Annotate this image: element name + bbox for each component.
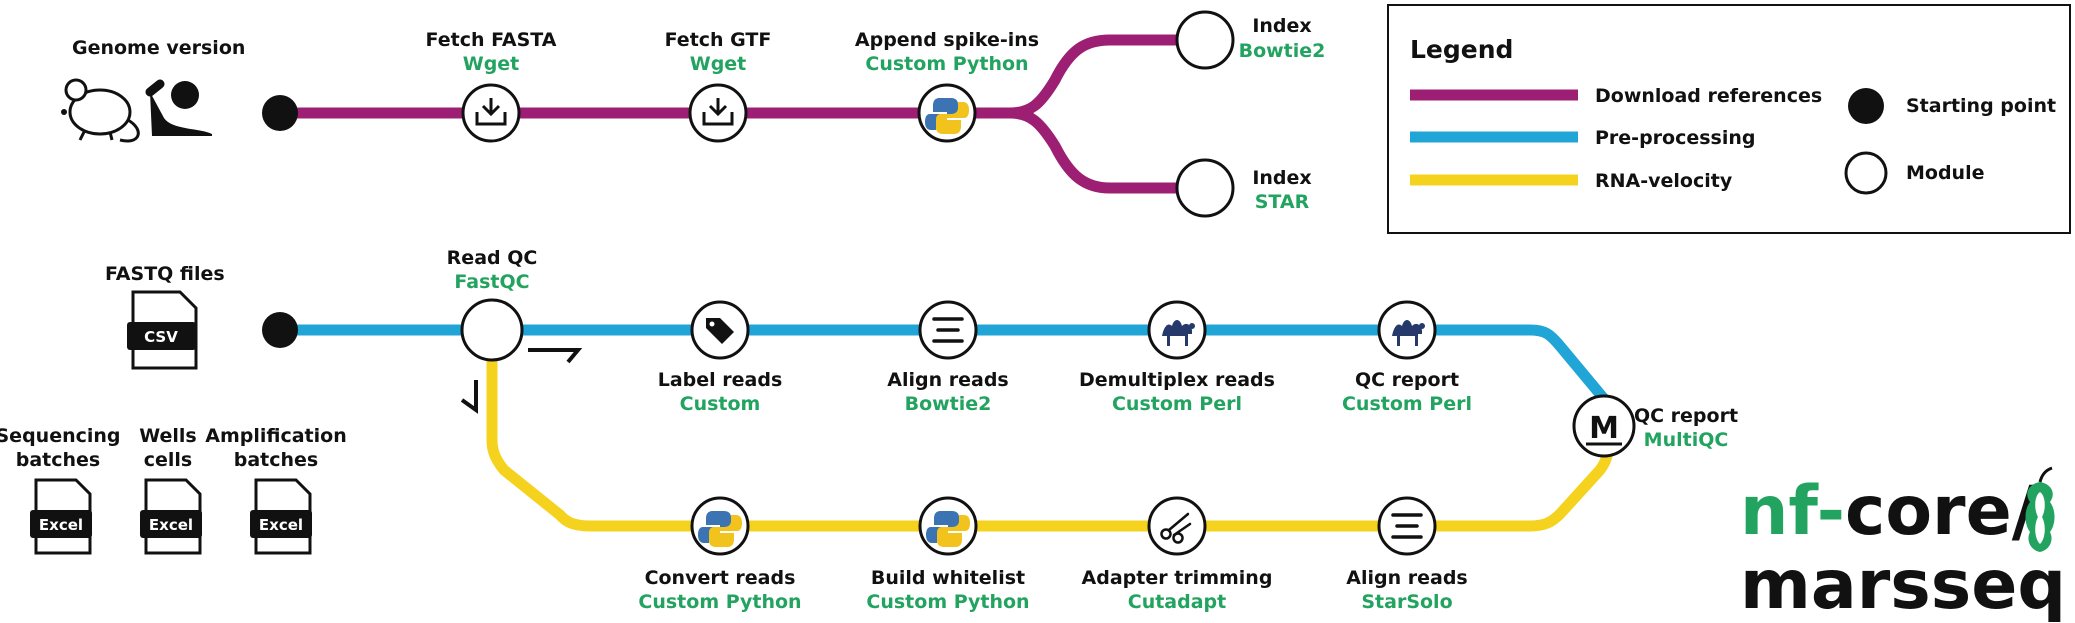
svg-text:Read QC: Read QC bbox=[447, 247, 538, 269]
human-icon bbox=[145, 79, 212, 136]
download-start-point bbox=[262, 95, 298, 131]
svg-text:Custom Perl: Custom Perl bbox=[1342, 393, 1472, 415]
svg-text:QC report: QC report bbox=[1355, 369, 1459, 391]
svg-text:Custom: Custom bbox=[680, 393, 761, 415]
svg-text:Excel: Excel bbox=[149, 516, 193, 534]
velocity-line bbox=[486, 324, 1614, 532]
step-fetch-fasta: Fetch FASTA Wget bbox=[426, 29, 557, 143]
step-multiqc: M QC report MultiQC bbox=[1572, 394, 1738, 458]
svg-text:Amplification: Amplification bbox=[205, 425, 346, 447]
svg-text:Custom Python: Custom Python bbox=[638, 591, 801, 613]
svg-text:Excel: Excel bbox=[259, 516, 303, 534]
step-index-star: Index STAR bbox=[1175, 158, 1312, 218]
svg-text:Convert reads: Convert reads bbox=[645, 567, 796, 589]
svg-text:marsseq: marsseq bbox=[1740, 546, 2066, 623]
svg-text:Module: Module bbox=[1906, 162, 1985, 184]
svg-text:Label reads: Label reads bbox=[658, 369, 783, 391]
step-align-reads-starsolo: Align reads StarSolo bbox=[1346, 496, 1468, 613]
svg-text:Fetch FASTA: Fetch FASTA bbox=[426, 29, 557, 51]
svg-text:batches: batches bbox=[234, 449, 319, 471]
svg-text:RNA-velocity: RNA-velocity bbox=[1595, 170, 1733, 192]
svg-text:Append spike-ins: Append spike-ins bbox=[855, 29, 1039, 51]
fastq-label: FASTQ files bbox=[105, 263, 225, 285]
svg-text:Align reads: Align reads bbox=[1346, 567, 1467, 589]
svg-text:Fetch GTF: Fetch GTF bbox=[665, 29, 772, 51]
input-amplification: Amplification batches Excel bbox=[205, 425, 347, 555]
step-build-whitelist: Build whitelist Custom Python bbox=[866, 496, 1030, 613]
split-mark-down bbox=[460, 380, 478, 414]
svg-text:CSV: CSV bbox=[144, 328, 178, 346]
svg-text:batches: batches bbox=[16, 449, 101, 471]
svg-text:Demultiplex reads: Demultiplex reads bbox=[1079, 369, 1275, 391]
step-label-reads: Label reads Custom bbox=[658, 300, 783, 415]
svg-text:StarSolo: StarSolo bbox=[1361, 591, 1452, 613]
python-icon bbox=[698, 511, 742, 547]
open-circle-icon bbox=[1844, 151, 1888, 195]
svg-text:nf-core/: nf-core/ bbox=[1740, 472, 2037, 551]
svg-text:Index: Index bbox=[1252, 15, 1311, 37]
download-line-branch bbox=[1004, 107, 1201, 194]
svg-text:Custom Python: Custom Python bbox=[866, 591, 1029, 613]
svg-text:STAR: STAR bbox=[1255, 191, 1310, 213]
input-sequencing: Sequencing batches Excel bbox=[0, 425, 121, 555]
camel-icon bbox=[1162, 320, 1195, 346]
align-icon bbox=[1391, 513, 1423, 539]
svg-text:Custom Python: Custom Python bbox=[865, 53, 1028, 75]
svg-text:Wget: Wget bbox=[690, 53, 747, 75]
svg-text:Wells: Wells bbox=[139, 425, 197, 447]
svg-text:Cutadapt: Cutadapt bbox=[1128, 591, 1226, 613]
svg-text:MultiQC: MultiQC bbox=[1644, 429, 1729, 451]
genome-label: Genome version bbox=[72, 37, 245, 59]
svg-text:Sequencing: Sequencing bbox=[0, 425, 121, 447]
svg-text:Align reads: Align reads bbox=[887, 369, 1008, 391]
svg-text:Custom Perl: Custom Perl bbox=[1112, 393, 1242, 415]
step-append-spikeins: Append spike-ins Custom Python bbox=[855, 29, 1039, 143]
preprocess-start-point bbox=[262, 312, 298, 348]
svg-text:cells: cells bbox=[144, 449, 192, 471]
svg-text:Bowtie2: Bowtie2 bbox=[1239, 40, 1326, 62]
python-icon bbox=[926, 511, 970, 547]
svg-text:Adapter trimming: Adapter trimming bbox=[1082, 567, 1273, 589]
align-icon bbox=[932, 317, 964, 343]
filled-circle-icon bbox=[1848, 88, 1884, 124]
multiqc-icon: M bbox=[1589, 411, 1619, 446]
apple-core-icon bbox=[2025, 466, 2055, 552]
svg-text:Build whitelist: Build whitelist bbox=[871, 567, 1025, 589]
svg-text:Download references: Download references bbox=[1595, 85, 1822, 107]
split-mark-right bbox=[528, 348, 583, 364]
svg-text:Wget: Wget bbox=[463, 53, 520, 75]
step-convert-reads: Convert reads Custom Python bbox=[638, 496, 802, 613]
step-adapter-trimming: Adapter trimming Cutadapt bbox=[1082, 496, 1273, 613]
download-icon bbox=[475, 98, 507, 126]
tag-icon bbox=[706, 318, 734, 344]
step-fetch-gtf: Fetch GTF Wget bbox=[665, 29, 772, 143]
step-align-reads-bowtie2: Align reads Bowtie2 bbox=[887, 300, 1009, 415]
mouse-icon bbox=[61, 78, 140, 143]
legend-box bbox=[1387, 4, 2071, 234]
svg-text:Index: Index bbox=[1252, 167, 1311, 189]
svg-text:Bowtie2: Bowtie2 bbox=[905, 393, 992, 415]
svg-text:QC report: QC report bbox=[1634, 405, 1738, 427]
camel-icon bbox=[1392, 320, 1425, 346]
svg-text:Starting point: Starting point bbox=[1906, 95, 2056, 117]
download-icon bbox=[702, 98, 734, 126]
nf-core-logo: nf-core/ marsseq bbox=[1740, 466, 2066, 623]
svg-text:Excel: Excel bbox=[39, 516, 83, 534]
scissors-icon bbox=[1160, 512, 1192, 544]
step-demultiplex-reads: Demultiplex reads Custom Perl bbox=[1079, 300, 1275, 415]
legend: Legend Download references Pre-processin… bbox=[1387, 4, 2071, 234]
svg-text:FastQC: FastQC bbox=[454, 271, 529, 293]
python-icon bbox=[925, 98, 969, 134]
step-index-bowtie2: Index Bowtie2 bbox=[1175, 10, 1326, 70]
csv-file-icon: CSV bbox=[127, 290, 198, 370]
step-read-qc: Read QC FastQC bbox=[447, 247, 538, 362]
legend-title: Legend bbox=[1410, 35, 1513, 64]
svg-text:Pre-processing: Pre-processing bbox=[1595, 127, 1756, 149]
step-qc-report-perl: QC report Custom Perl bbox=[1342, 300, 1472, 415]
input-wells: Wells cells Excel bbox=[139, 425, 202, 555]
